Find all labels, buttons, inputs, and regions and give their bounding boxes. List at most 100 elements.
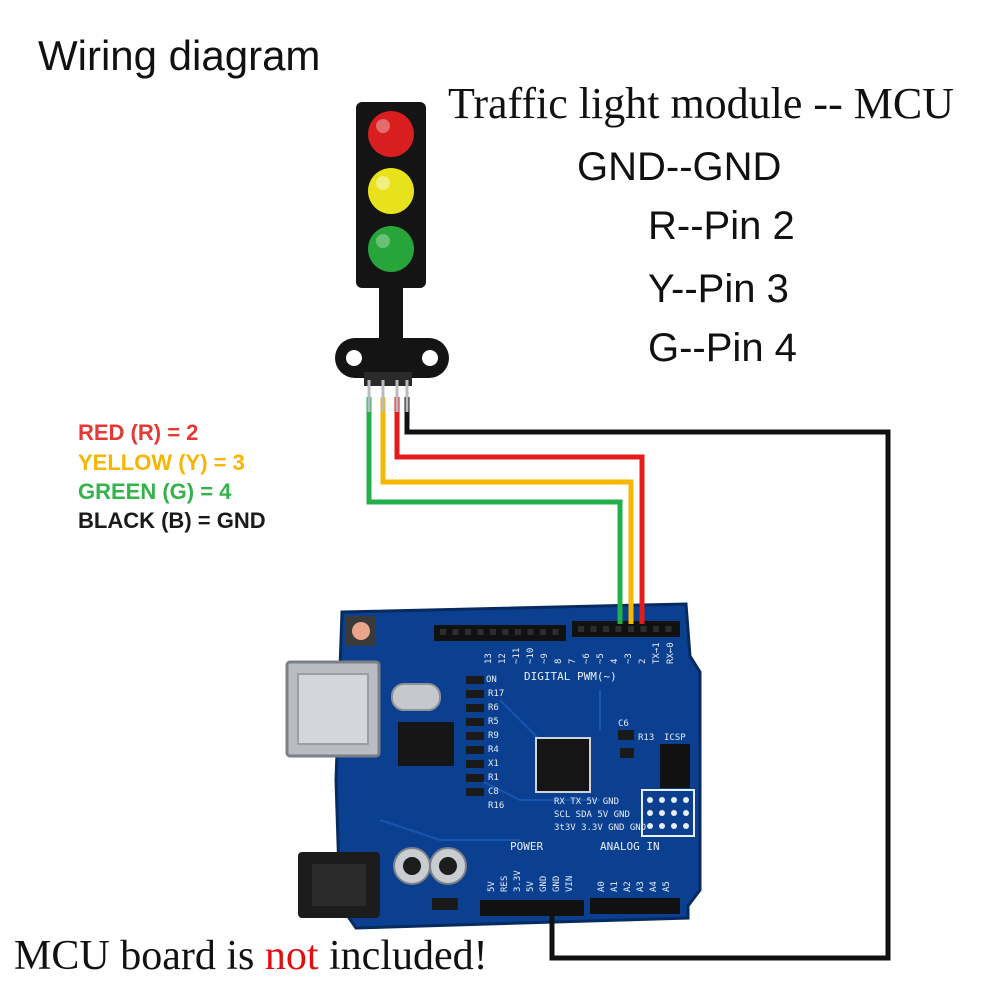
header-pin-hole <box>552 629 559 635</box>
mcu-chip <box>535 737 591 793</box>
header-row-label: SCL SDA 5V GND <box>554 810 630 820</box>
power-pin-label: RES <box>500 876 510 892</box>
legend-red: RED (R) = 2 <box>78 420 199 445</box>
header-pin-hole <box>540 629 546 635</box>
mapping-green: G--Pin 4 <box>648 326 797 370</box>
resistor-label: C8 <box>488 787 499 797</box>
header-pin-hole <box>465 629 471 635</box>
header-row-label: RX TX 5V GND <box>554 797 619 807</box>
on-label: ON <box>486 675 497 685</box>
mapping-yellow: Y--Pin 3 <box>648 267 789 311</box>
crystal <box>391 683 441 711</box>
power-pin-label: 5V <box>526 881 536 892</box>
wire-green-pin4 <box>366 397 623 624</box>
breakout-header <box>641 789 695 837</box>
legend-green: GREEN (G) = 4 <box>78 479 232 504</box>
resistor-label: R16 <box>488 801 504 811</box>
wire-black-gnd <box>404 397 891 961</box>
header-pin-hole <box>603 626 609 632</box>
header-row-label: 3t3V 3.3V GND GND <box>554 823 646 833</box>
power-pin-label: 5V <box>487 881 497 892</box>
header-pin-hole <box>628 626 634 632</box>
header-pin-hole <box>653 626 659 632</box>
power-pin-label: GND <box>552 876 562 892</box>
header-pin-hole <box>665 626 672 632</box>
mapping-title: Traffic light module -- MCU <box>448 79 954 128</box>
analog-pin-label: A2 <box>623 881 633 892</box>
module-base <box>335 338 449 378</box>
digital-pin-label: ~11 <box>512 648 522 664</box>
mount-hole-left <box>346 350 362 366</box>
header-pin-hole <box>440 629 446 635</box>
legend-black: BLACK (B) = GND <box>78 508 266 533</box>
header-pin-hole <box>502 629 509 635</box>
analog-pin-label: A0 <box>597 881 607 892</box>
resistor-label: R4 <box>488 745 499 755</box>
mcu-board: DIGITAL PWM(~) POWER ANALOG IN ON ICSP C… <box>285 602 702 930</box>
digital-pin-label: RX←0 <box>666 642 676 664</box>
analog-pin-label: A5 <box>662 881 672 892</box>
led-yellow <box>368 168 414 214</box>
analog-pin-label: A1 <box>610 881 620 892</box>
traffic-light-module <box>335 102 449 412</box>
digital-pin-label: ~3 <box>624 653 634 664</box>
diagram-title: Wiring diagram <box>38 32 321 79</box>
digital-pin-label: ~6 <box>582 653 592 664</box>
header-pin-hole <box>452 629 459 635</box>
module-pins <box>364 372 412 386</box>
footer-note: MCU board is not included! <box>14 932 488 980</box>
analog-label: ANALOG IN <box>600 840 660 853</box>
usb-chip <box>398 722 454 766</box>
legend-yellow: YELLOW (Y) = 3 <box>78 450 245 475</box>
r13-label: R13 <box>638 733 654 743</box>
wires <box>366 397 891 961</box>
analog-pin-label: A4 <box>649 881 659 892</box>
capacitors <box>393 847 467 885</box>
power-pin-label: VIN <box>565 876 575 892</box>
header-pin-hole <box>515 629 521 635</box>
power-label: POWER <box>510 840 543 853</box>
wire-red-pin2 <box>394 397 645 624</box>
header-pin-hole <box>615 626 622 632</box>
header-pin-hole <box>477 629 484 635</box>
icsp-header <box>660 744 690 788</box>
digital-pin-label: ~10 <box>526 648 536 664</box>
led-green <box>368 226 414 272</box>
header-pin-hole <box>578 626 584 632</box>
digital-pin-label: 2 <box>638 659 648 664</box>
digital-pin-label: 13 <box>484 653 494 664</box>
analog-pin-label: A3 <box>636 881 646 892</box>
power-pin-label: 3.3V <box>513 870 523 892</box>
digital-pin-label: ~5 <box>596 653 606 664</box>
footer-text-before: MCU board is <box>14 933 265 979</box>
icsp-label: ICSP <box>664 733 686 743</box>
module-pole <box>379 284 403 340</box>
resistor-label: X1 <box>488 759 499 769</box>
c6-label: C6 <box>618 719 629 729</box>
header-pin-hole <box>590 626 597 632</box>
header-pin-hole <box>640 626 647 632</box>
power-pin-label: GND <box>539 876 549 892</box>
power-header <box>480 900 584 916</box>
mapping-gnd: GND--GND <box>577 145 782 189</box>
digital-label: DIGITAL PWM(~) <box>524 670 617 683</box>
mount-hole-right <box>422 350 438 366</box>
digital-pin-label: TX→1 <box>652 642 662 664</box>
footer-text-highlight: not <box>264 933 319 979</box>
digital-pin-label: 8 <box>554 659 564 664</box>
led-red <box>368 111 414 157</box>
resistor-label: R17 <box>488 689 504 699</box>
resistor-label: R1 <box>488 773 499 783</box>
digital-pin-label: 12 <box>498 653 508 664</box>
wire-yellow-pin3 <box>380 397 634 624</box>
header-pin-hole <box>490 629 496 635</box>
digital-pin-label: ~9 <box>540 653 550 664</box>
analog-header <box>590 898 680 914</box>
footer-text-after: included! <box>318 933 488 979</box>
digital-pin-label: 4 <box>610 659 620 664</box>
resistor-label: R9 <box>488 731 499 741</box>
digital-pin-label: 7 <box>568 659 578 664</box>
digital-header-right <box>572 621 680 637</box>
